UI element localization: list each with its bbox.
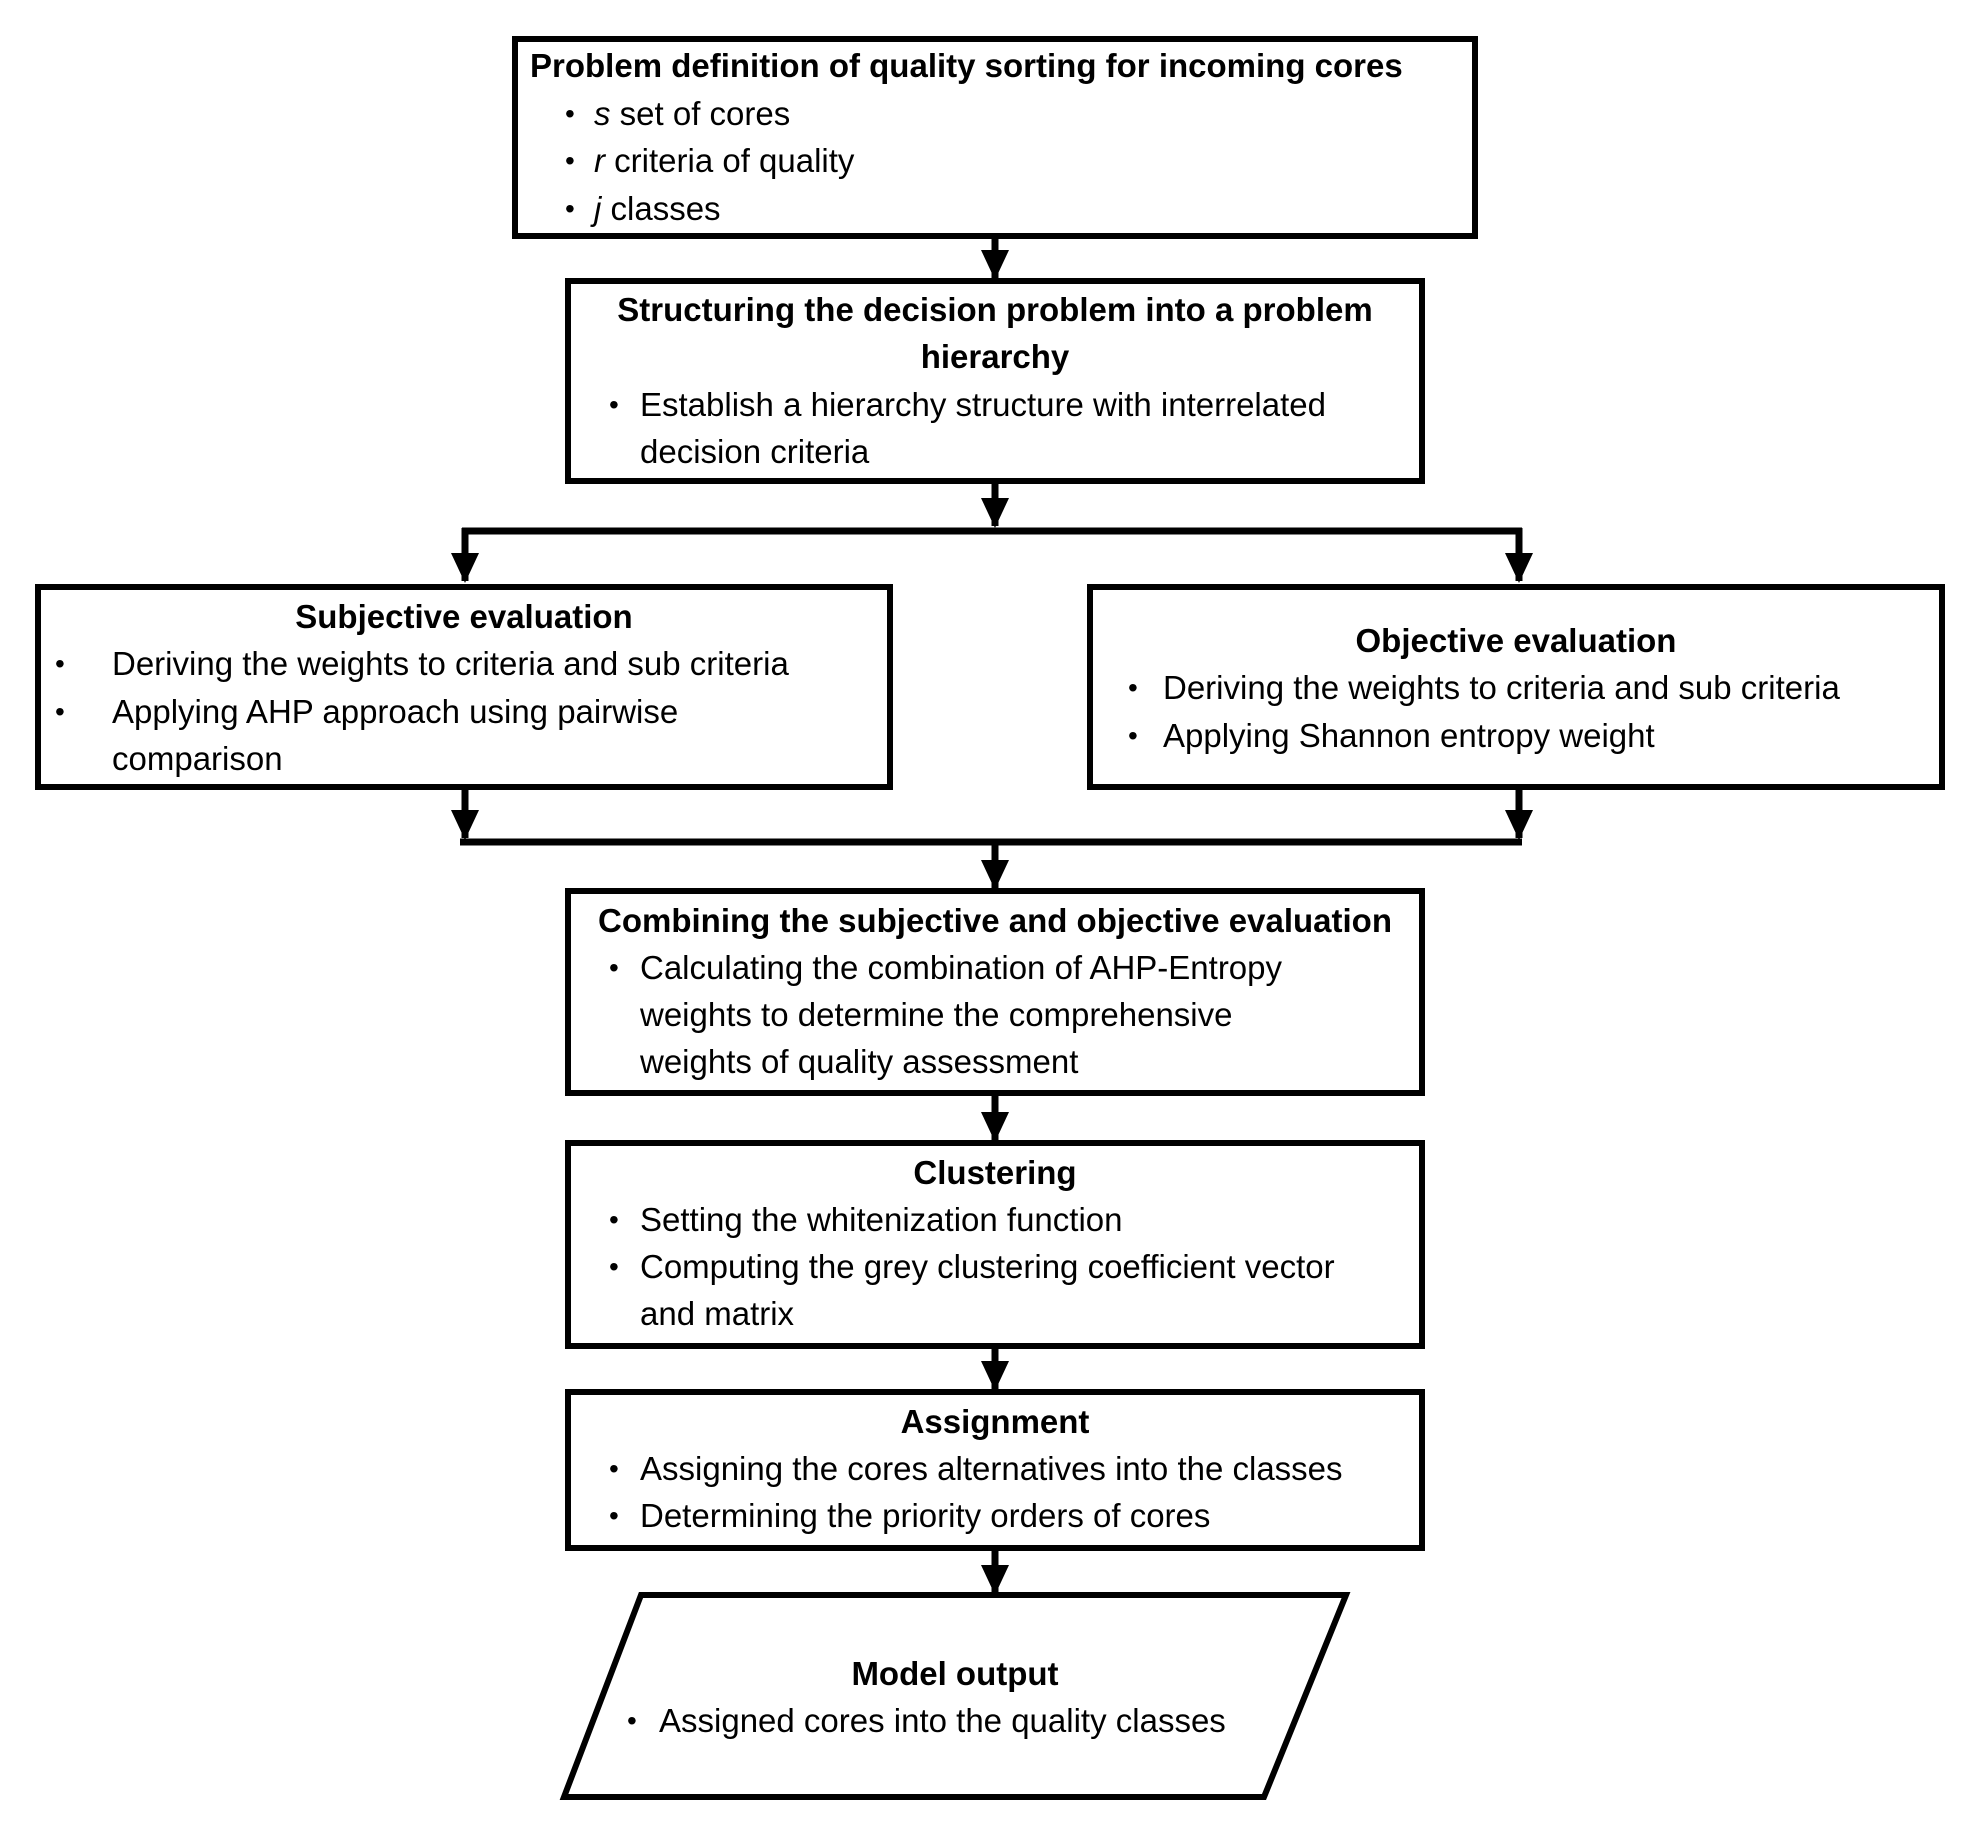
subjective-item-2-line2: comparison	[112, 740, 283, 777]
objective-evaluation-title: Objective evaluation	[1355, 622, 1677, 659]
problem-definition-box	[512, 36, 1478, 239]
subjective-evaluation-title: Subjective evaluation	[295, 598, 633, 635]
bullet: •	[55, 696, 65, 727]
bullet: •	[609, 1204, 619, 1235]
combining-item-line3: weights of quality assessment	[640, 1043, 1079, 1080]
structuring-title-line1: Structuring the decision problem into a …	[617, 291, 1373, 328]
combining-item-line1: Calculating the combination of AHP-Entro…	[640, 949, 1283, 986]
model-output-item: Assigned cores into the quality classes	[659, 1702, 1226, 1739]
assignment-title: Assignment	[900, 1403, 1090, 1440]
structuring-title-line2: hierarchy	[920, 338, 1070, 375]
problem-item-j: j classes	[594, 190, 721, 227]
assignment-box	[565, 1389, 1425, 1551]
bullet: •	[627, 1705, 637, 1736]
structuring-box	[565, 278, 1425, 484]
subjective-item-2-line1: Applying AHP approach using pairwise	[112, 693, 679, 730]
bullet: •	[565, 193, 575, 224]
structuring-item-line1: Establish a hierarchy structure with int…	[640, 386, 1326, 423]
bullet: •	[565, 145, 575, 176]
combining-title: Combining the subjective and objective e…	[598, 902, 1392, 939]
bullet: •	[565, 98, 575, 129]
bullet: •	[1128, 720, 1138, 751]
bullet: •	[609, 952, 619, 983]
objective-evaluation-box	[1087, 584, 1945, 790]
clustering-item-2-line1: Computing the grey clustering coefficien…	[640, 1248, 1335, 1285]
combining-box	[565, 888, 1425, 1096]
clustering-title: Clustering	[913, 1154, 1077, 1191]
model-output-parallelogram	[559, 1592, 1351, 1800]
bullet: •	[1128, 672, 1138, 703]
assignment-item-1: Assigning the cores alternatives into th…	[640, 1450, 1343, 1487]
problem-item-s: s set of cores	[594, 95, 791, 132]
clustering-item-2-line2: and matrix	[640, 1295, 795, 1332]
subjective-item-1: Deriving the weights to criteria and sub…	[112, 645, 789, 682]
objective-item-2: Applying Shannon entropy weight	[1163, 717, 1655, 754]
clustering-box	[565, 1140, 1425, 1349]
model-output-title: Model output	[851, 1655, 1059, 1692]
problem-definition-title: Problem definition of quality sorting fo…	[530, 47, 1403, 84]
bullet: •	[609, 1500, 619, 1531]
clustering-item-1: Setting the whitenization function	[640, 1201, 1123, 1238]
subjective-evaluation-box	[35, 584, 893, 790]
bullet: •	[55, 648, 65, 679]
assignment-item-2: Determining the priority orders of cores	[640, 1497, 1211, 1534]
bullet: •	[609, 1453, 619, 1484]
bullet: •	[609, 389, 619, 420]
objective-item-1: Deriving the weights to criteria and sub…	[1163, 669, 1840, 706]
structuring-item-line2: decision criteria	[640, 433, 870, 470]
combining-item-line2: weights to determine the comprehensive	[640, 996, 1233, 1033]
bullet: •	[609, 1251, 619, 1282]
problem-item-r: r criteria of quality	[594, 142, 855, 179]
